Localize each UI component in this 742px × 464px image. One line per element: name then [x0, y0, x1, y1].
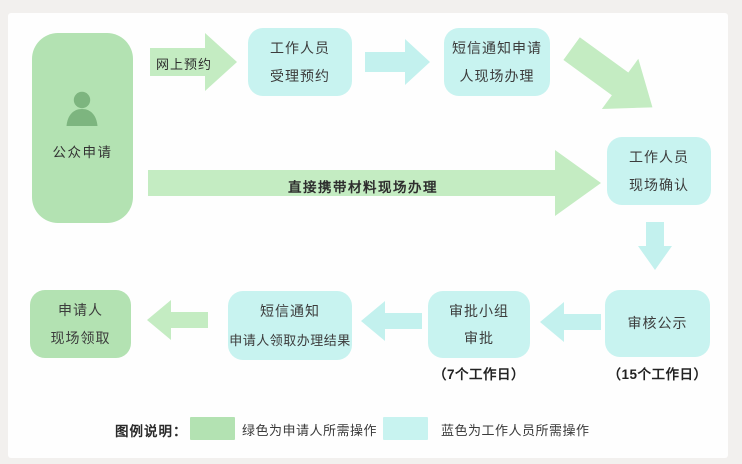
node-sms-result-line1: 短信通知 — [260, 303, 320, 319]
node-sms-onsite-line1: 短信通知申请 — [452, 40, 542, 56]
node-approval: 审批小组 审批 — [428, 291, 530, 358]
node-receive: 申请人 现场领取 — [30, 290, 131, 358]
node-sms-result: 短信通知 申请人领取办理结果 — [228, 291, 352, 360]
legend-blue-swatch — [383, 417, 428, 440]
node-staff-confirm: 工作人员 现场确认 — [607, 137, 711, 205]
node-staff-confirm-line1: 工作人员 — [629, 149, 689, 165]
direct-onsite-label: 直接携带材料现场办理 — [288, 180, 438, 195]
node-receive-line1: 申请人 — [58, 302, 103, 318]
node-staff-accept-line1: 工作人员 — [270, 40, 330, 56]
online-booking-arrow — [150, 33, 237, 91]
node-sms-onsite: 短信通知申请 人现场办理 — [444, 28, 550, 96]
person-icon — [60, 91, 104, 133]
approval-to-sms-arrow — [361, 301, 422, 341]
node-staff-confirm-line2: 现场确认 — [629, 177, 689, 193]
flowchart-canvas: 公众申请 网上预约 工作人员 受理预约 短信通知申请 人现场办理 — [8, 13, 728, 458]
node-staff-accept-line2: 受理预约 — [270, 68, 330, 84]
node-receive-line2: 现场领取 — [50, 330, 111, 346]
direct-onsite-arrow — [148, 150, 601, 216]
node-publicity: 审核公示 — [605, 290, 710, 357]
accept-to-sms-arrow — [365, 39, 430, 85]
node-publicity-label: 审核公示 — [627, 315, 688, 331]
node-public-application: 公众申请 — [32, 33, 133, 223]
node-staff-accept: 工作人员 受理预约 — [248, 28, 352, 96]
node-approval-line2: 审批 — [464, 330, 494, 346]
node-sms-result-line2: 申请人领取办理结果 — [229, 333, 351, 348]
publicity-to-approval-arrow — [540, 302, 601, 342]
node-sms-onsite-line2: 人现场办理 — [459, 68, 535, 84]
sms-to-receive-arrow — [147, 300, 208, 340]
legend-title: 图例说明： — [115, 424, 188, 439]
approval-caption: （7个工作日） — [432, 367, 525, 382]
node-public-application-label: 公众申请 — [52, 145, 113, 160]
legend-green-label: 绿色为申请人所需操作 — [242, 423, 378, 438]
to-confirm-diagonal-arrow — [553, 24, 670, 133]
node-approval-line1: 审批小组 — [449, 303, 509, 319]
confirm-to-publicity-arrow — [638, 222, 672, 270]
publicity-caption: （15个工作日） — [607, 367, 708, 382]
legend-green-swatch — [190, 417, 235, 440]
legend-blue-label: 蓝色为工作人员所需操作 — [441, 423, 590, 438]
online-booking-label: 网上预约 — [155, 57, 212, 72]
